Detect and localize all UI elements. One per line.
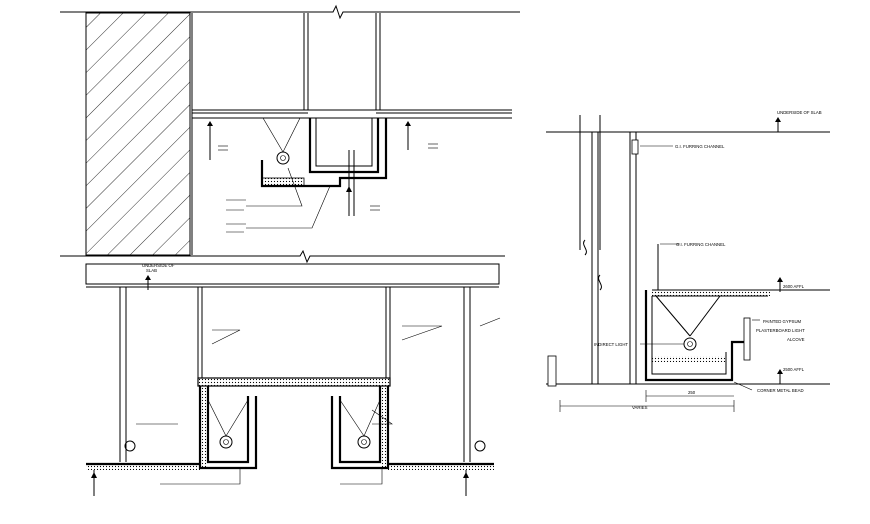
varies-label: VARIES — [632, 405, 648, 410]
alcove-profile — [644, 290, 744, 382]
corner-bead-label: CORNER METAL BEAD — [757, 388, 804, 393]
alcove-light-fixture — [683, 337, 697, 351]
alcove-label-3: ALCOVE — [787, 337, 805, 342]
furring-channel-label-2: G.I. FURRING CHANNEL — [676, 242, 726, 247]
light-cove — [308, 118, 380, 174]
section-b: UNDERSIDE OF SLAB — [85, 263, 501, 496]
level-marker-bottom — [346, 150, 380, 216]
dim-250: 250 — [688, 390, 696, 395]
alcove-label-2: PLASTERBOARD LIGHT — [756, 328, 805, 333]
left-cove-light — [219, 435, 233, 449]
alcove-label-1: PAINTED GYPSUM — [763, 319, 802, 324]
level-2500-label: 2500 AFFL — [783, 367, 805, 372]
left-cove — [206, 386, 250, 464]
indirect-light-label: INDIRECT LIGHT — [594, 342, 628, 347]
furring-channel-label-1: G.I. FURRING CHANNEL — [675, 144, 725, 149]
slab — [85, 263, 500, 285]
right-cove-light — [357, 435, 371, 449]
bottom-break-line — [60, 249, 505, 264]
underside-of-slab-label-1: UNDERSIDE OF — [142, 263, 175, 268]
underside-of-slab-label-2: SLAB — [146, 268, 157, 273]
level-2600-label: 2600 AFFL — [783, 284, 805, 289]
top-break-line — [60, 4, 520, 20]
level-marker-right — [405, 121, 438, 150]
level-marker-left — [207, 121, 228, 160]
underside-of-slab-label: UNDERSIDE OF SLAB — [777, 110, 822, 115]
section-a — [60, 4, 520, 264]
right-wall-light — [474, 440, 486, 452]
left-wall-light — [124, 440, 136, 452]
cove-light-fixture — [276, 151, 290, 165]
hatched-wall — [85, 12, 191, 256]
section-c: UNDERSIDE OF SLAB G.I. FURRING CHANNEL G… — [546, 110, 830, 412]
